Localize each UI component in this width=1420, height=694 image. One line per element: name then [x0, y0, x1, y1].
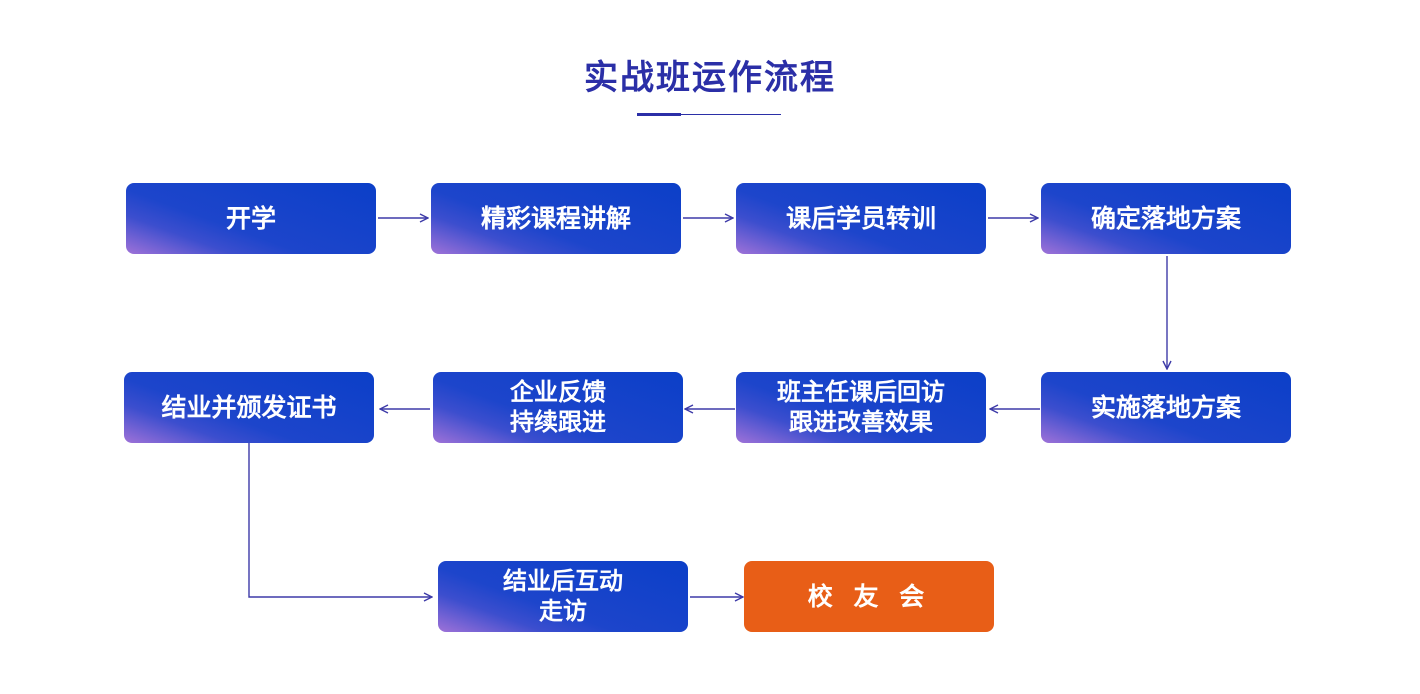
step-label: 企业反馈 持续跟进: [510, 378, 606, 436]
title-underline-line: [681, 114, 781, 115]
step-label: 实施落地方案: [1090, 392, 1241, 422]
arrow-step8-to-step9: [248, 443, 432, 597]
step-label: 确定落地方案: [1090, 203, 1241, 233]
step-box-enterprise-feedback: 企业反馈 持续跟进: [433, 372, 683, 443]
step-label: 开学: [225, 203, 276, 233]
step-box-graduation-certificate: 结业并颁发证书: [124, 372, 374, 443]
step-box-teacher-followup: 班主任课后回访 跟进改善效果: [736, 372, 986, 443]
step-label: 结业后互动 走访: [503, 567, 623, 625]
page-title: 实战班运作流程: [584, 58, 836, 98]
step-label: 班主任课后回访 跟进改善效果: [777, 378, 945, 436]
step-box-kaixue: 开学: [126, 183, 376, 254]
step-label: 精彩课程讲解: [480, 203, 631, 233]
step-box-alumni-association: 校 友 会: [744, 561, 994, 632]
step-label: 校 友 会: [807, 581, 931, 611]
step-label: 结业并颁发证书: [161, 392, 337, 422]
step-box-after-class-training: 课后学员转训: [736, 183, 986, 254]
title-underline-accent: [637, 113, 681, 116]
step-box-course-lecture: 精彩课程讲解: [431, 183, 681, 254]
step-box-confirm-plan: 确定落地方案: [1041, 183, 1291, 254]
step-box-implement-plan: 实施落地方案: [1041, 372, 1291, 443]
step-box-post-graduation-visit: 结业后互动 走访: [438, 561, 688, 632]
step-label: 课后学员转训: [785, 203, 936, 233]
